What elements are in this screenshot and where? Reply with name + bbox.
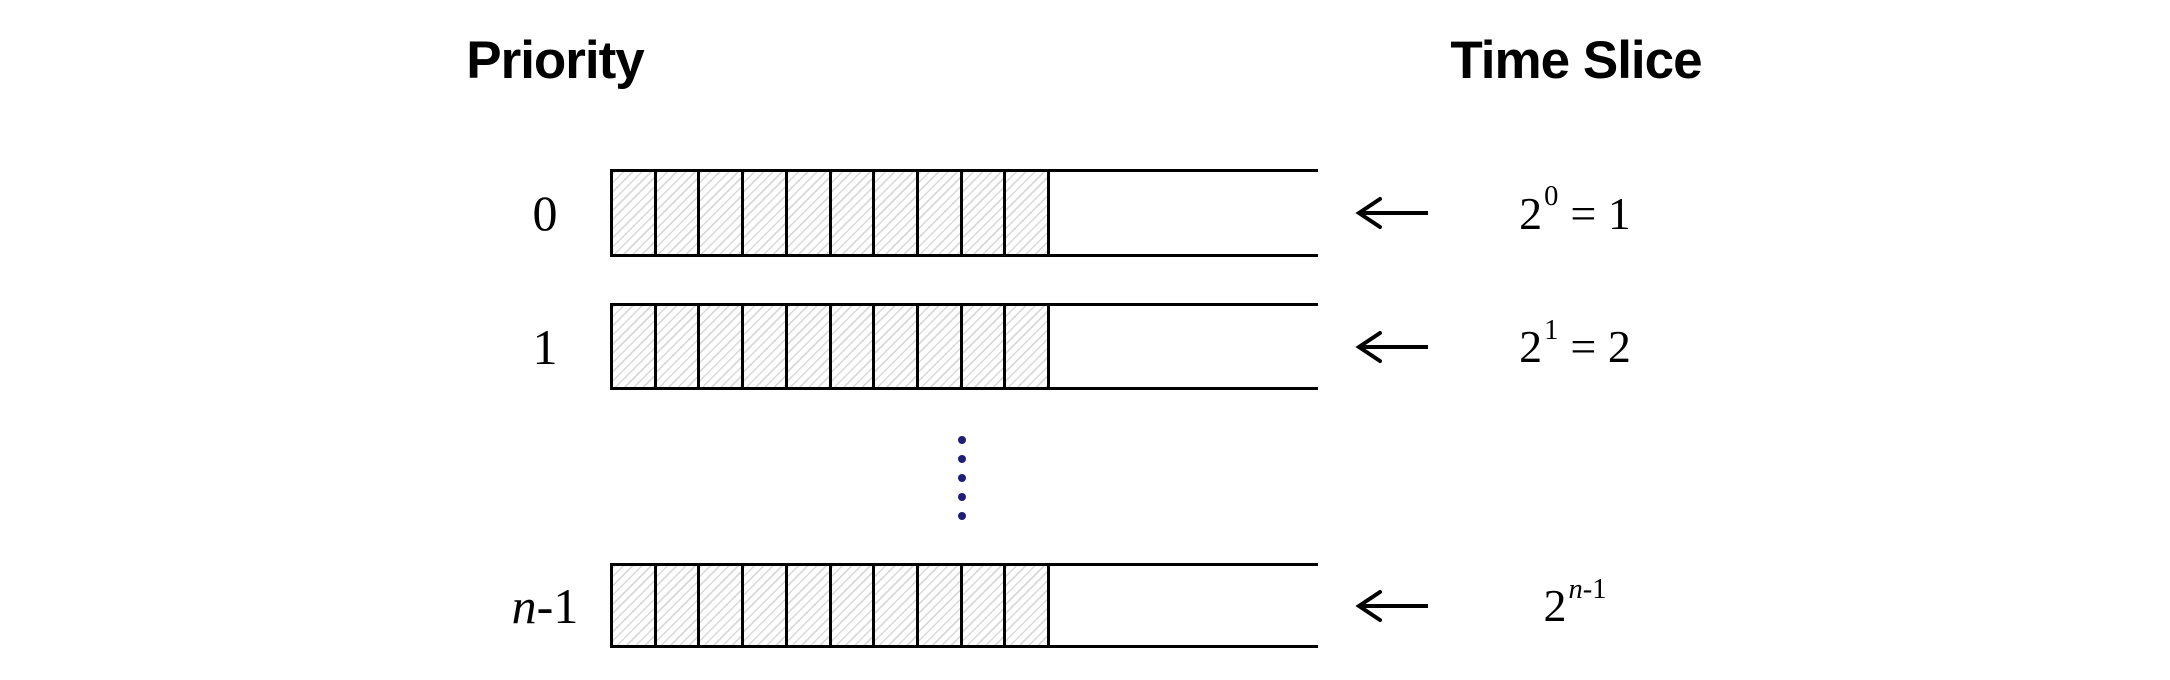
- ellipsis-dot: [958, 512, 966, 520]
- time-slot-cell: [872, 172, 916, 254]
- time-slot-cell: [872, 306, 916, 387]
- ellipsis-dot: [958, 474, 966, 482]
- time-slot-cell: [959, 306, 1004, 387]
- time-slot-cell: [828, 566, 873, 645]
- time-slot-cell: [915, 172, 960, 254]
- vertical-ellipsis: [958, 436, 966, 520]
- time-slot-cell: [653, 172, 698, 254]
- formula-result: = 2: [1570, 321, 1631, 372]
- formula-result: = 1: [1570, 187, 1631, 239]
- formula-exponent-text: -1: [1582, 573, 1607, 605]
- formula-base: 2: [1543, 580, 1567, 631]
- time-slot-cell: [741, 306, 785, 387]
- formula-exponent-text: 0: [1544, 181, 1559, 213]
- time-slot-cell: [1003, 172, 1051, 254]
- formula-exponent-text: 1: [1544, 314, 1559, 346]
- time-slot-cell: [653, 566, 698, 645]
- time-slot-cell: [697, 306, 742, 387]
- time-slot-cell: [784, 306, 829, 387]
- time-slot-cell: [959, 172, 1004, 254]
- formula-base: 2: [1519, 187, 1543, 239]
- queue-cells: [610, 306, 1051, 387]
- formula-base: 2: [1519, 321, 1543, 372]
- time-slot-cell: [1003, 566, 1051, 645]
- time-slot-cell: [697, 566, 742, 645]
- priority-n-1-label: n-1: [470, 563, 620, 648]
- time-slot-cell: [828, 172, 873, 254]
- queue-cells: [610, 566, 1051, 645]
- ellipsis-dot: [958, 436, 966, 444]
- time-slot-cell: [741, 172, 785, 254]
- time-slot-cell: [697, 172, 742, 254]
- time-slot-cell: [610, 566, 654, 645]
- time-slot-cell: [741, 566, 785, 645]
- time-slot-cell: [828, 306, 873, 387]
- time-slot-cell: [610, 306, 654, 387]
- priority-1-label: 1: [470, 303, 620, 390]
- time-slot-cell: [915, 566, 960, 645]
- ellipsis-dot: [958, 455, 966, 463]
- time-slot-cell: [653, 306, 698, 387]
- priority-0-label: 0: [470, 169, 620, 257]
- time-slot-cell: [1003, 306, 1051, 387]
- left-arrow-icon: [1352, 193, 1432, 233]
- priority-0-label-text: 0: [532, 185, 558, 241]
- priority-1-label-text: 1: [532, 318, 558, 375]
- queue-bar-n-1: [610, 563, 1318, 648]
- priority-n-1-label-text: -1: [536, 577, 579, 634]
- formula-exponent-var: n: [1568, 573, 1583, 605]
- time-slot-cell: [784, 566, 829, 645]
- priority-heading: Priority: [466, 31, 645, 90]
- time-slot-cell: [872, 566, 916, 645]
- left-arrow-icon: [1352, 586, 1432, 626]
- time-slot-cell: [959, 566, 1004, 645]
- time-slot-cell: [915, 306, 960, 387]
- time-slot-cell: [610, 172, 654, 254]
- time-slice-heading: Time Slice: [1450, 31, 1702, 90]
- ellipsis-dot: [958, 493, 966, 501]
- queue-cells: [610, 172, 1051, 254]
- queue-bar-0: [610, 169, 1318, 257]
- left-arrow-icon: [1352, 327, 1432, 367]
- priority-n-1-label-var: n: [511, 577, 537, 634]
- time-slot-cell: [784, 172, 829, 254]
- queue-bar-1: [610, 303, 1318, 390]
